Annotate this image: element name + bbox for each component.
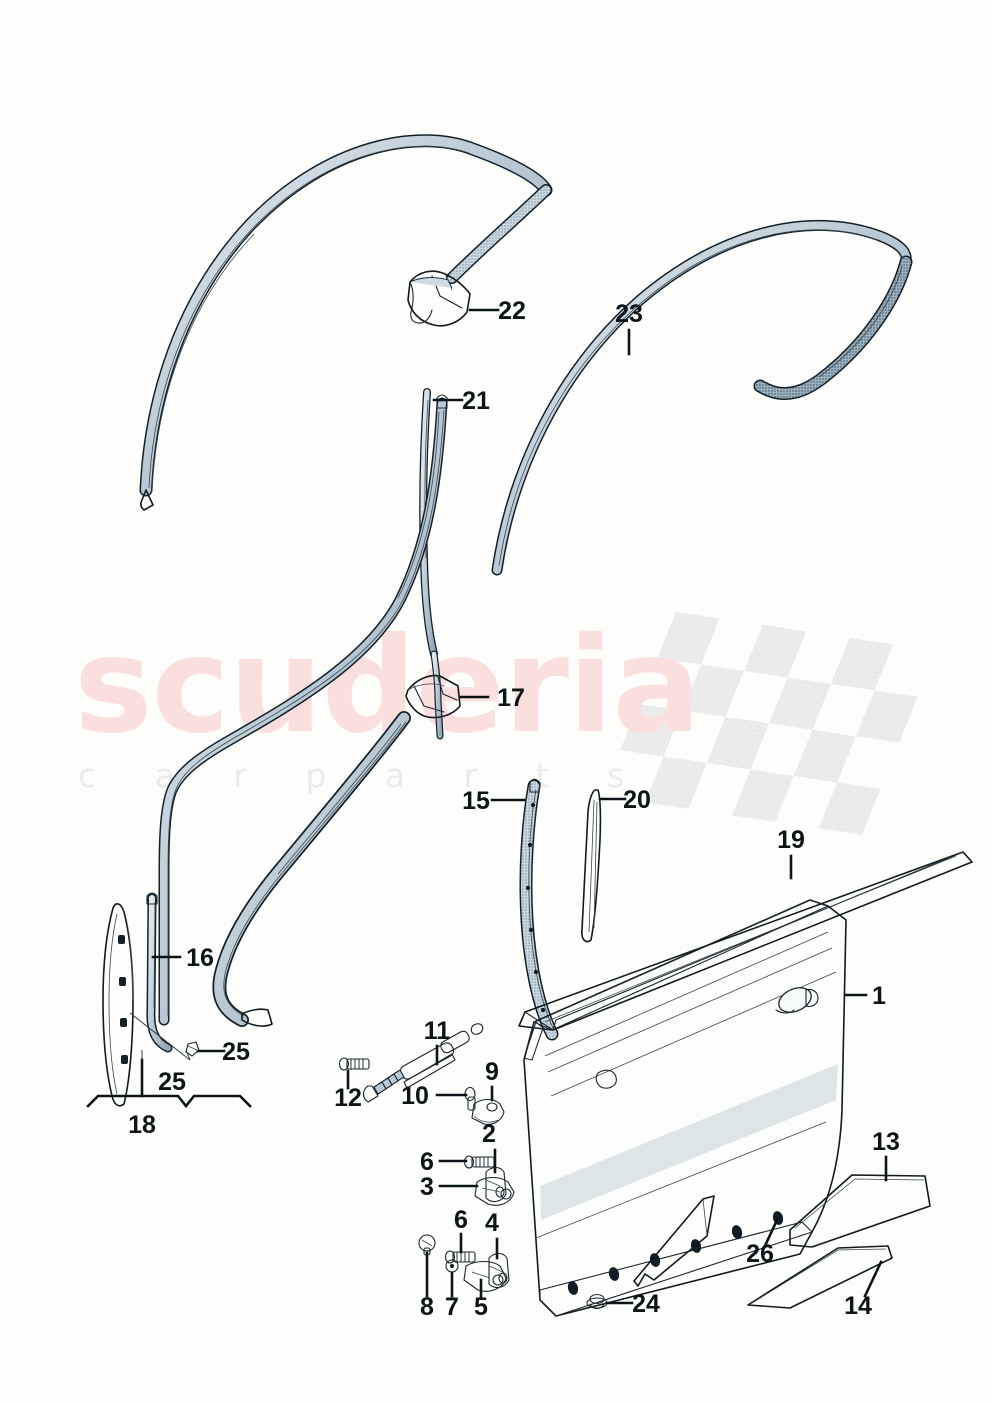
part-22-roof-seal-arc — [139, 134, 553, 511]
callout-13: 13 — [872, 1128, 900, 1156]
callout-6-lower: 6 — [454, 1206, 468, 1234]
callout-20: 20 — [623, 786, 651, 814]
callout-18: 18 — [128, 1111, 156, 1139]
callout-leaders — [151, 308, 888, 1305]
checkered-flag-icon — [620, 612, 918, 835]
part-1-door-panel — [523, 899, 847, 1317]
callout-9: 9 — [485, 1058, 499, 1086]
callout-5: 5 — [474, 1293, 488, 1321]
callout-24: 24 — [632, 1290, 660, 1318]
part-3-check-strap-bracket — [474, 1176, 515, 1206]
part-14-sealing-strip-lower — [747, 1245, 893, 1309]
callout-3: 3 — [420, 1173, 434, 1201]
callout-11: 11 — [424, 1017, 451, 1045]
callout-25: 25 — [222, 1038, 250, 1066]
callout-25b: 25 — [158, 1068, 186, 1096]
part-26-sound-insulation-front — [633, 1195, 715, 1287]
part-12-fixing-screw — [338, 1057, 370, 1071]
part-17-corner-moulding — [405, 674, 461, 719]
callout-12: 12 — [334, 1084, 362, 1112]
part-9-door-check-mount — [471, 1098, 505, 1125]
part-11-gas-strut — [362, 1023, 484, 1103]
callout-19: 19 — [777, 826, 805, 854]
callout-7: 7 — [445, 1293, 459, 1321]
callout-16: 16 — [186, 944, 214, 972]
part-16-door-seal-inner — [158, 394, 448, 1026]
callout-14: 14 — [844, 1292, 872, 1320]
callout-8: 8 — [420, 1293, 434, 1321]
callout-4: 4 — [485, 1209, 499, 1237]
callout-15: 15 — [462, 787, 490, 815]
part-13-sound-insulation-panel — [789, 1174, 931, 1248]
callout-22: 22 — [498, 297, 526, 325]
callout-26: 26 — [746, 1240, 774, 1268]
callout-21: 21 — [462, 387, 490, 415]
callout-17: 17 — [497, 684, 525, 712]
part-19-window-belt-moulding — [518, 851, 973, 1031]
callout-23: 23 — [615, 300, 643, 328]
part-6-hex-flange-bolt-lower — [444, 1250, 476, 1264]
callout-2: 2 — [482, 1120, 496, 1148]
callout-10: 10 — [401, 1082, 429, 1110]
part-23-roof-frame-seal — [491, 219, 913, 576]
part-2-hinge-bracket-upper — [485, 1166, 507, 1203]
callout-25-pointers — [129, 1012, 191, 1061]
part-22-corner-piece — [407, 270, 471, 327]
callout-1: 1 — [872, 982, 886, 1010]
callout-18-brace — [86, 1050, 252, 1109]
part-20-b-pillar-trim — [581, 789, 602, 943]
part-18-contour-strip — [102, 903, 134, 1107]
callout-6-upper: 6 — [420, 1148, 434, 1176]
door-handle-recess — [775, 987, 819, 1014]
part-18-seal-assembly — [212, 711, 411, 1027]
